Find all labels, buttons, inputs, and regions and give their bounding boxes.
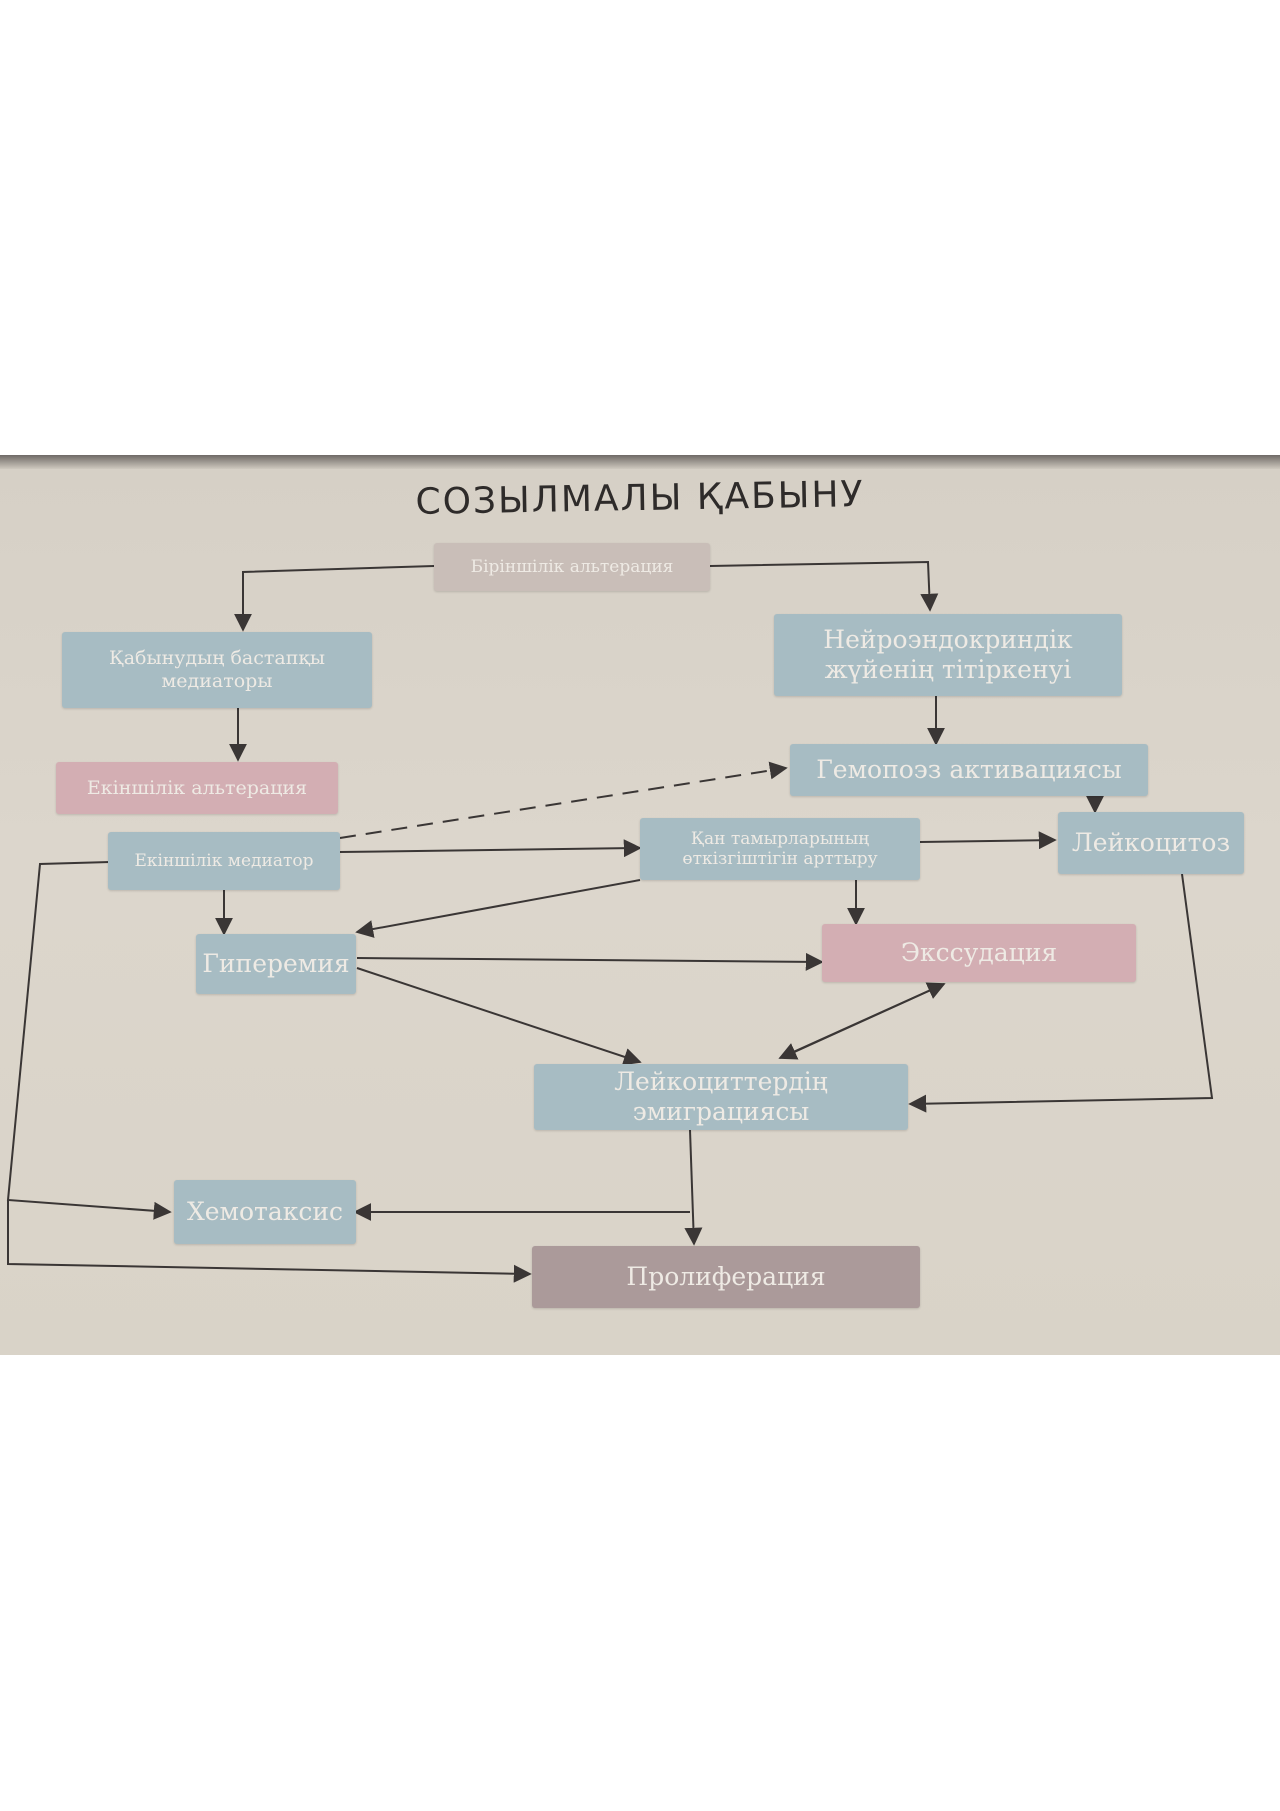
node-exudation: Экссудация	[822, 924, 1136, 982]
node-primary-alteration: Біріншілік альтерация	[434, 543, 710, 591]
arrow-mediator-to-chemotaxis	[6, 861, 172, 1220]
node-hyperemia: Гиперемия	[196, 934, 356, 994]
node-neuroendocrine-irritation: Нейроэндокриндік жүйенің тітіркенуі	[774, 614, 1122, 696]
arrow-permeability-to-hyperemia	[355, 879, 641, 938]
arrow-permeability-to-leukocytosis	[919, 831, 1057, 850]
node-chemotaxis: Хемотаксис	[174, 1180, 356, 1244]
node-secondary-alteration: Екіншілік альтерация	[56, 762, 338, 814]
arrow-emigration-to-proliferation	[684, 1129, 703, 1246]
arrow-mediator-to-permeability	[339, 839, 642, 858]
node-hemopoiesis-activation: Гемопоэз активациясы	[790, 744, 1148, 796]
arrow-leukocytosis-to-emigration	[908, 873, 1214, 1113]
arrow-primary-to-mediators	[234, 565, 435, 632]
arrow-mediator-to-hemopoiesis-dashed	[339, 761, 788, 839]
node-leukocytosis: Лейкоцитоз	[1058, 812, 1244, 874]
arrow-primary-to-neuroendocrine	[709, 560, 939, 612]
arrow-hyperemia-to-emigration	[356, 967, 642, 1066]
node-inflammation-mediators: Қабынудың бастапқы медиаторы	[62, 632, 372, 708]
node-secondary-mediator: Екіншілік медиатор	[108, 832, 340, 890]
arrow-exudation-to-emigration	[778, 983, 945, 1060]
photo-top-edge	[0, 455, 1280, 469]
arrow-mediator-to-proliferation	[7, 1200, 532, 1283]
node-proliferation: Пролиферация	[532, 1246, 920, 1308]
node-leukocyte-emigration: Лейкоциттердің эмиграциясы	[534, 1064, 908, 1130]
arrow-hyperemia-to-exudation	[356, 952, 824, 971]
node-vascular-permeability: Қан тамырларының өткізгіштігін арттыру	[640, 818, 920, 880]
